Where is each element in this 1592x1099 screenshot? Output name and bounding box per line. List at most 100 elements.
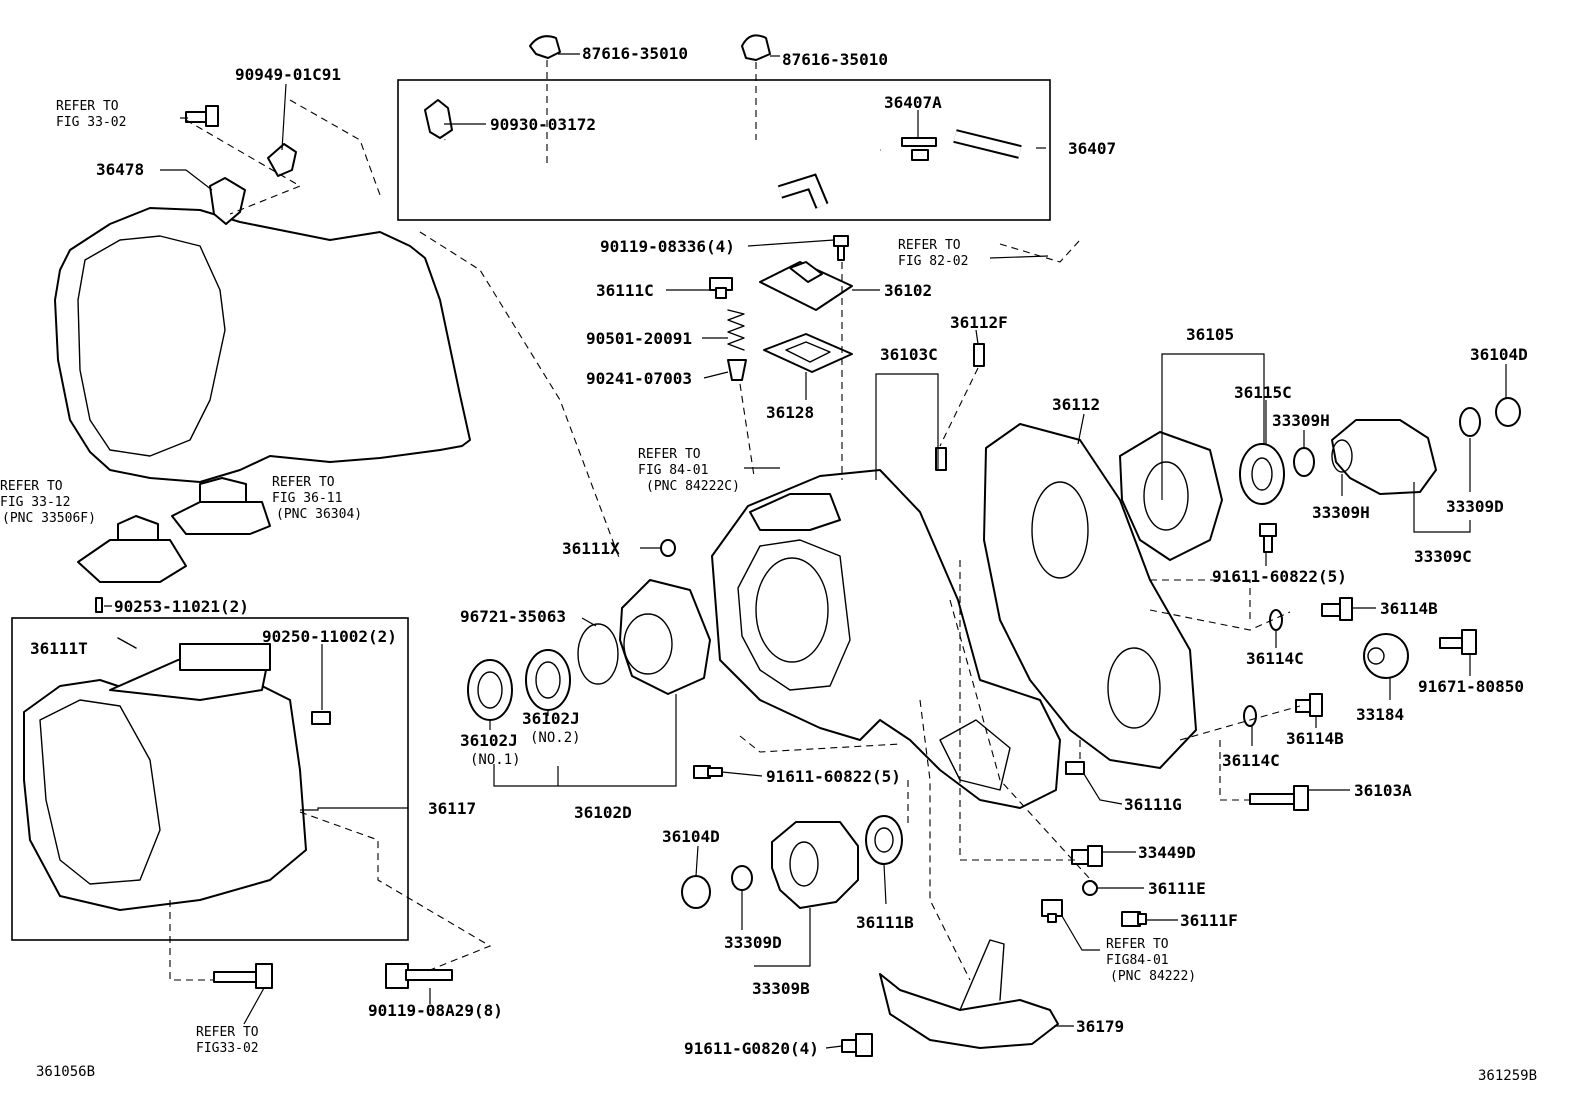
washer-36114c-b-icon xyxy=(1243,705,1257,727)
washer-33309d-b-icon xyxy=(731,865,753,891)
refer-6-line3: (PNC 84222) xyxy=(1110,969,1196,984)
refer-5-line1: REFER TO xyxy=(272,475,335,490)
extension-housing-group-frame xyxy=(11,617,409,941)
control-cover-36102-icon xyxy=(759,261,853,311)
label-33309h-a: 33309H xyxy=(1272,411,1330,430)
gasket-36128-icon xyxy=(763,333,853,373)
label-90501-20091: 90501-20091 xyxy=(586,329,692,348)
refer-7-line1: REFER TO xyxy=(196,1025,259,1040)
front-cover-96721-icon xyxy=(619,579,711,695)
rear-extension-36105-icon xyxy=(1119,431,1223,561)
label-no2: (NO.2) xyxy=(530,730,581,746)
breather-hose xyxy=(440,129,1022,209)
refer-5-line3: (PNC 36304) xyxy=(276,507,362,522)
nut-36104d-a-icon xyxy=(1495,397,1521,427)
label-36102d: 36102D xyxy=(574,803,632,822)
label-90949-01c91: 90949-01C91 xyxy=(235,65,341,84)
label-36111b: 36111B xyxy=(856,913,914,932)
label-33184: 33184 xyxy=(1356,705,1404,724)
label-33309c: 33309C xyxy=(1414,547,1472,566)
label-90119-08336: 90119-08336(4) xyxy=(600,237,735,256)
label-33309h-b: 33309H xyxy=(1312,503,1370,522)
breather-hose-group-frame xyxy=(397,79,1051,221)
refer-3-line3: (PNC 84222C) xyxy=(646,479,740,494)
refer-2-line1: REFER TO xyxy=(898,238,961,253)
bolt-91671-icon xyxy=(1439,629,1477,655)
label-36179: 36179 xyxy=(1076,1017,1124,1036)
label-36102j-a: 36102J xyxy=(460,731,518,750)
label-36111t: 36111T xyxy=(30,639,88,658)
label-36114c-b: 36114C xyxy=(1222,751,1280,770)
label-36114b-b: 36114B xyxy=(1286,729,1344,748)
diagram-code-left: 361056B xyxy=(36,1064,95,1080)
switch-84222-icon xyxy=(1041,899,1063,923)
label-90119-08a29: 90119-08A29(8) xyxy=(368,1001,503,1020)
label-36111f: 36111F xyxy=(1180,911,1238,930)
label-36111g: 36111G xyxy=(1124,795,1182,814)
refer-5-line2: FIG 36-11 xyxy=(272,491,342,506)
bolt-90119-08336-icon xyxy=(833,235,849,261)
label-no1: (NO.1) xyxy=(470,752,521,768)
dust-boot-36304-icon xyxy=(171,477,271,535)
bolt-refer-33-02-lower-icon xyxy=(213,963,273,989)
label-33309b: 33309B xyxy=(752,979,810,998)
label-90250-11002: 90250-11002(2) xyxy=(262,627,397,646)
refer-6-line2: FIG84-01 xyxy=(1106,953,1169,968)
bolt-refer-icon xyxy=(185,105,219,127)
label-36114c-a: 36114C xyxy=(1246,649,1304,668)
label-87616-35010-a: 87616-35010 xyxy=(582,44,688,63)
transfer-front-case-icon xyxy=(711,469,1061,809)
clamp-90949-icon xyxy=(267,143,297,177)
refer-3-line1: REFER TO xyxy=(638,447,701,462)
nut-36104d-b-icon xyxy=(681,875,711,909)
label-90930-03172: 90930-03172 xyxy=(490,115,596,134)
label-36407a: 36407A xyxy=(884,93,942,112)
refer-7-line2: FIG33-02 xyxy=(196,1041,259,1056)
refer-4-line1: REFER TO xyxy=(0,479,63,494)
refer-1-line1: REFER TO xyxy=(56,99,119,114)
bolt-90119-08a29-icon xyxy=(385,963,453,989)
dynamic-damper-33184-icon xyxy=(1363,633,1409,679)
refer-3-line2: FIG 84-01 xyxy=(638,463,708,478)
plug-36111c-icon xyxy=(709,277,733,299)
washer-33309h-a-icon xyxy=(1293,447,1315,477)
label-36115c: 36115C xyxy=(1234,383,1292,402)
dust-boot-33506-icon xyxy=(77,515,187,583)
union-tee-icon xyxy=(901,137,937,161)
label-36102j-b: 36102J xyxy=(522,709,580,728)
bolt-91611-60822-a-icon xyxy=(1259,523,1277,553)
label-87616-35010-b: 87616-35010 xyxy=(782,50,888,69)
label-33449d: 33449D xyxy=(1138,843,1196,862)
washer-36111e-icon xyxy=(1082,880,1098,896)
refer-6-line1: REFER TO xyxy=(1106,937,1169,952)
bolt-33449d-icon xyxy=(1071,845,1103,867)
bolt-91611-60822-b-icon xyxy=(693,765,723,779)
label-91611-60822-b: 91611-60822(5) xyxy=(766,767,901,786)
transfer-rear-case-icon xyxy=(983,423,1197,769)
dowel-36112f-icon xyxy=(973,343,985,367)
label-36102: 36102 xyxy=(884,281,932,300)
skid-plate-36179-icon xyxy=(879,939,1059,1049)
label-36111e: 36111E xyxy=(1148,879,1206,898)
label-96721-35063: 96721-35063 xyxy=(460,607,566,626)
refer-4-line2: FIG 33-12 xyxy=(0,495,70,510)
label-33309d-b: 33309D xyxy=(724,933,782,952)
ball-90241-icon xyxy=(727,359,747,381)
bolt-36114b-b-icon xyxy=(1295,693,1323,717)
plug-36111x-icon xyxy=(660,539,676,557)
label-36117: 36117 xyxy=(428,799,476,818)
plug-36111g-icon xyxy=(1065,761,1085,775)
bracket-36478-icon xyxy=(209,177,246,225)
oil-seal-no2-icon xyxy=(525,649,571,711)
flange-33309c-icon xyxy=(1331,419,1437,495)
diagram-code-right: 361259B xyxy=(1478,1068,1537,1084)
label-91611-60822-a: 91611-60822(5) xyxy=(1212,567,1347,586)
bearing-36115c-icon xyxy=(1239,443,1285,505)
washer-33309d-a-icon xyxy=(1459,407,1481,437)
flange-33309b-icon xyxy=(771,821,859,909)
label-36103c: 36103C xyxy=(880,345,938,364)
label-36114b-a: 36114B xyxy=(1380,599,1438,618)
pin-90253-icon xyxy=(95,597,103,613)
refer-2-line2: FIG 82-02 xyxy=(898,254,968,269)
